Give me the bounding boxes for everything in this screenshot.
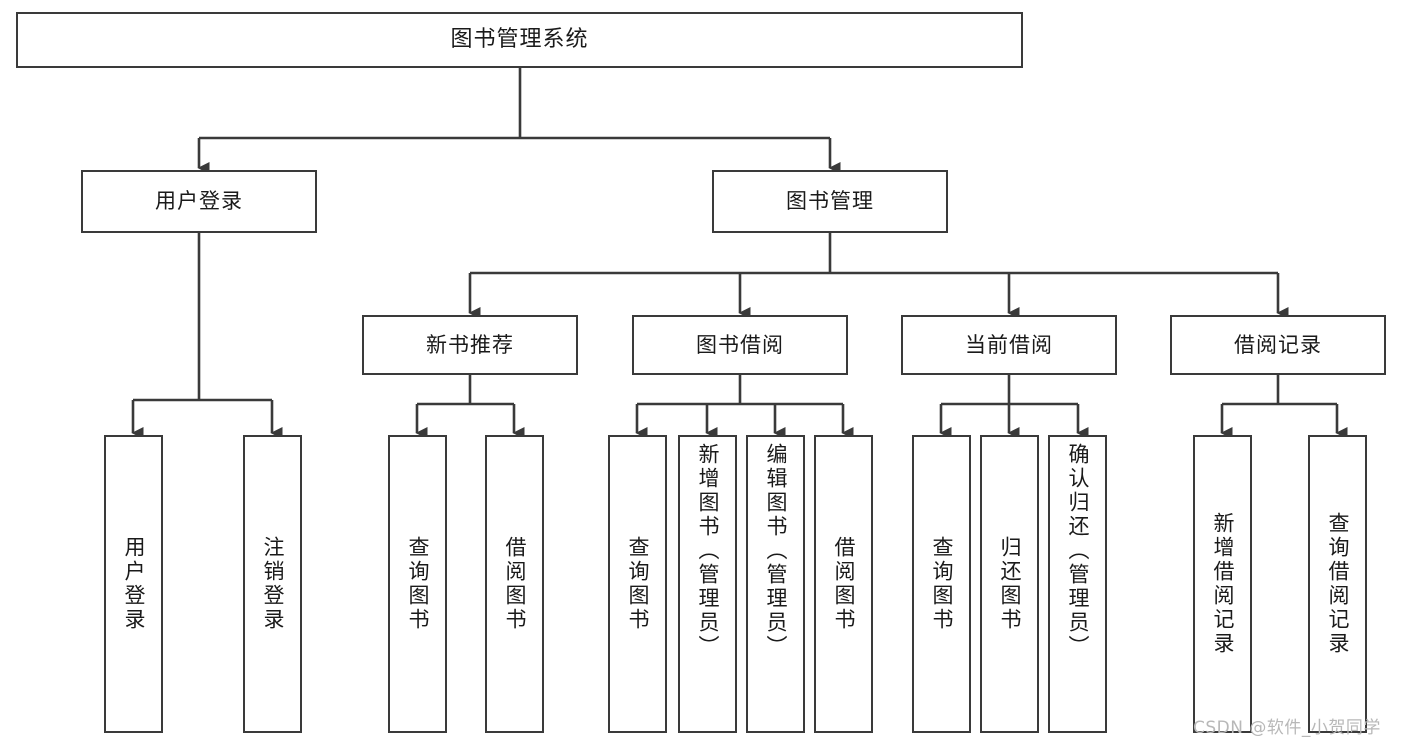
- node-leaf-borrow-book[interactable]: 借阅图书: [814, 435, 873, 733]
- node-label: 查询图书: [406, 536, 430, 632]
- node-label: 图书管理: [786, 189, 874, 214]
- node-label: 注销登录: [261, 536, 285, 632]
- csdn-watermark: CSDN @软件_小贺同学: [1193, 718, 1381, 738]
- node-label: 归还图书: [998, 536, 1022, 632]
- node-current-borrow[interactable]: 当前借阅: [901, 315, 1117, 375]
- node-leaf-borrow-book-rec[interactable]: 借阅图书: [485, 435, 544, 733]
- node-label: 用户登录: [155, 189, 243, 214]
- node-label: 图书借阅: [696, 332, 784, 357]
- node-label: 图书管理系统: [450, 27, 589, 53]
- node-leaf-return-book[interactable]: 归还图书: [980, 435, 1039, 733]
- node-leaf-user-login[interactable]: 用户登录: [104, 435, 163, 733]
- node-leaf-query-book-rec[interactable]: 查询图书: [388, 435, 447, 733]
- node-label: 查询图书: [930, 536, 954, 632]
- node-label: 确认归还（管理员）: [1066, 443, 1090, 659]
- node-leaf-query-borrow-record[interactable]: 查询借阅记录: [1308, 435, 1367, 733]
- node-label: 新书推荐: [426, 332, 514, 357]
- node-label: 借阅图书: [503, 536, 527, 632]
- node-label: 查询图书: [626, 536, 650, 632]
- node-leaf-logout-login[interactable]: 注销登录: [243, 435, 302, 733]
- node-label: 编辑图书（管理员）: [764, 443, 788, 659]
- node-book-manage[interactable]: 图书管理: [712, 170, 948, 233]
- node-label: 当前借阅: [965, 332, 1053, 357]
- node-label: 查询借阅记录: [1326, 512, 1350, 656]
- node-book-borrow[interactable]: 图书借阅: [632, 315, 848, 375]
- node-label: 借阅记录: [1234, 332, 1322, 357]
- node-leaf-confirm-return[interactable]: 确认归还（管理员）: [1048, 435, 1107, 733]
- node-leaf-query-book-borrow[interactable]: 查询图书: [608, 435, 667, 733]
- node-label: 新增图书（管理员）: [696, 443, 720, 659]
- node-new-book-recommend[interactable]: 新书推荐: [362, 315, 578, 375]
- node-leaf-query-book-current[interactable]: 查询图书: [912, 435, 971, 733]
- node-leaf-add-borrow-record[interactable]: 新增借阅记录: [1193, 435, 1252, 733]
- node-borrow-record[interactable]: 借阅记录: [1170, 315, 1386, 375]
- node-leaf-add-book[interactable]: 新增图书（管理员）: [678, 435, 737, 733]
- node-label: 用户登录: [122, 536, 146, 632]
- node-label: 借阅图书: [832, 536, 856, 632]
- node-label: 新增借阅记录: [1211, 512, 1235, 656]
- node-user-login[interactable]: 用户登录: [81, 170, 317, 233]
- node-root-system[interactable]: 图书管理系统: [16, 12, 1023, 68]
- node-leaf-edit-book[interactable]: 编辑图书（管理员）: [746, 435, 805, 733]
